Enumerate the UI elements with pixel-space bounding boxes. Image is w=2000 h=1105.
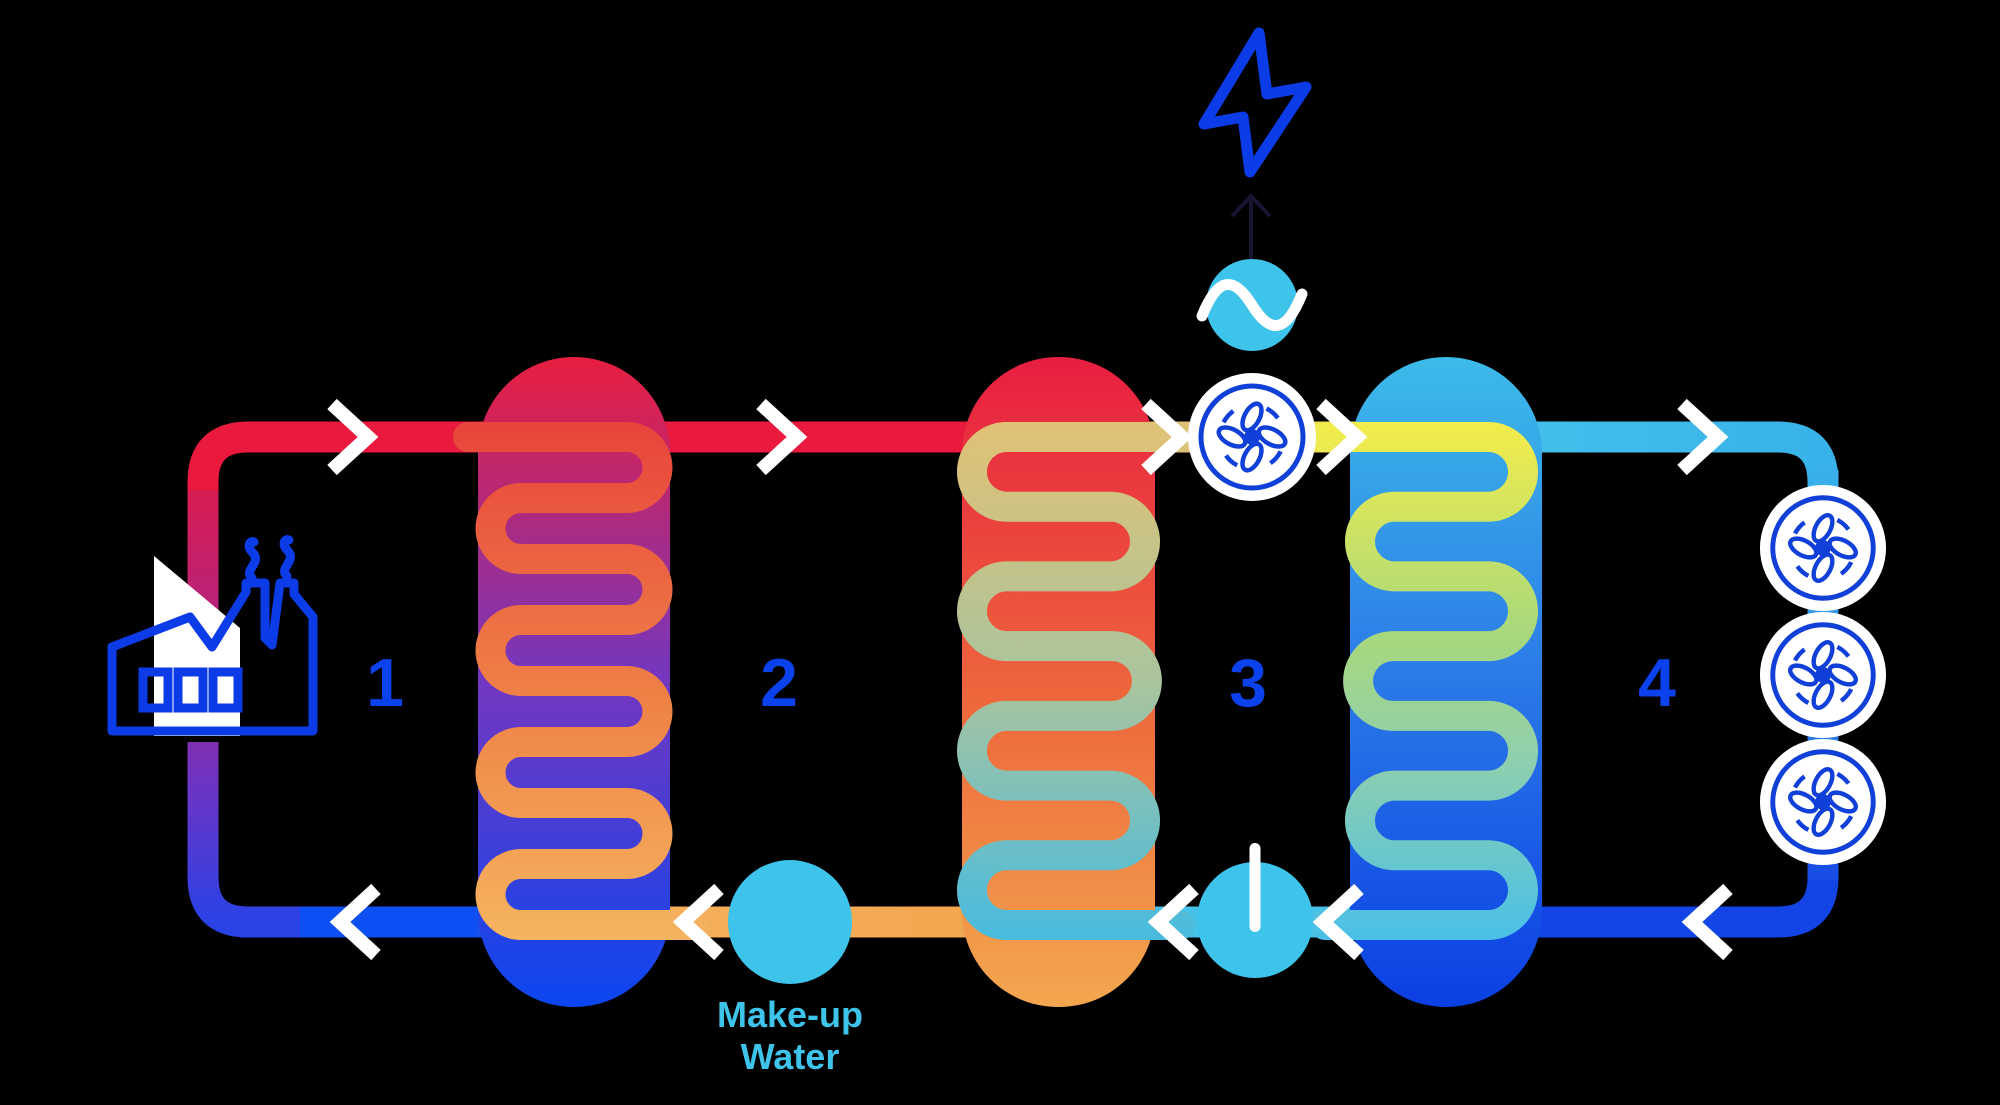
flow-arrow-left-icon: [1147, 883, 1199, 961]
flow-arrow-left-icon: [329, 883, 381, 961]
flow-arrow-right-icon: [756, 398, 808, 476]
electricity-group: [1188, 27, 1316, 501]
smoke-icon: [244, 537, 260, 583]
flow-arrow-right-icon: [1316, 398, 1368, 476]
heat-exchangers: [453, 357, 1542, 1007]
factory-outline: [107, 578, 318, 736]
flow-arrows: [327, 398, 1733, 961]
flow-arrow-right-icon: [1141, 398, 1193, 476]
flow-arrow-left-icon: [672, 883, 724, 961]
left-pipe-lower: [187, 742, 300, 938]
makeup-water-label-line2: Water: [741, 1036, 840, 1077]
stage-label-4: 4: [1638, 645, 1676, 721]
makeup-water-label-line1: Make-up: [717, 994, 863, 1035]
generator-icon: [1196, 259, 1308, 351]
factory-window: [138, 667, 173, 713]
serpentine-coil-2: [957, 422, 1195, 940]
flow-arrow-right-icon: [327, 398, 379, 476]
stage-label-2: 2: [760, 645, 798, 721]
cooling-fans: [1760, 485, 1886, 865]
makeup-water-circle: [728, 860, 852, 984]
flow-arrow-right-icon: [1677, 398, 1729, 476]
smoke-icon: [279, 535, 295, 581]
fan-icon: [1760, 485, 1886, 611]
flow-arrow-left-icon: [1312, 883, 1364, 961]
serpentine-coil-1: [453, 422, 710, 940]
factory-icon: [107, 535, 318, 736]
fan-icon: [1760, 739, 1886, 865]
factory-window: [173, 667, 208, 713]
factory-window: [208, 667, 243, 713]
stage-label-3: 3: [1229, 645, 1267, 721]
lightning-bolt-icon: [1198, 27, 1312, 178]
serpentine-coil-3: [1310, 422, 1538, 940]
turbine-fan-icon: [1188, 373, 1316, 501]
fan-icon: [1760, 612, 1886, 738]
flow-arrow-left-icon: [1681, 883, 1733, 961]
stage-label-1: 1: [366, 645, 404, 721]
pump-icon: [1197, 843, 1313, 978]
sine-wave-icon: [1196, 279, 1308, 331]
up-arrow-icon: [1230, 193, 1272, 268]
